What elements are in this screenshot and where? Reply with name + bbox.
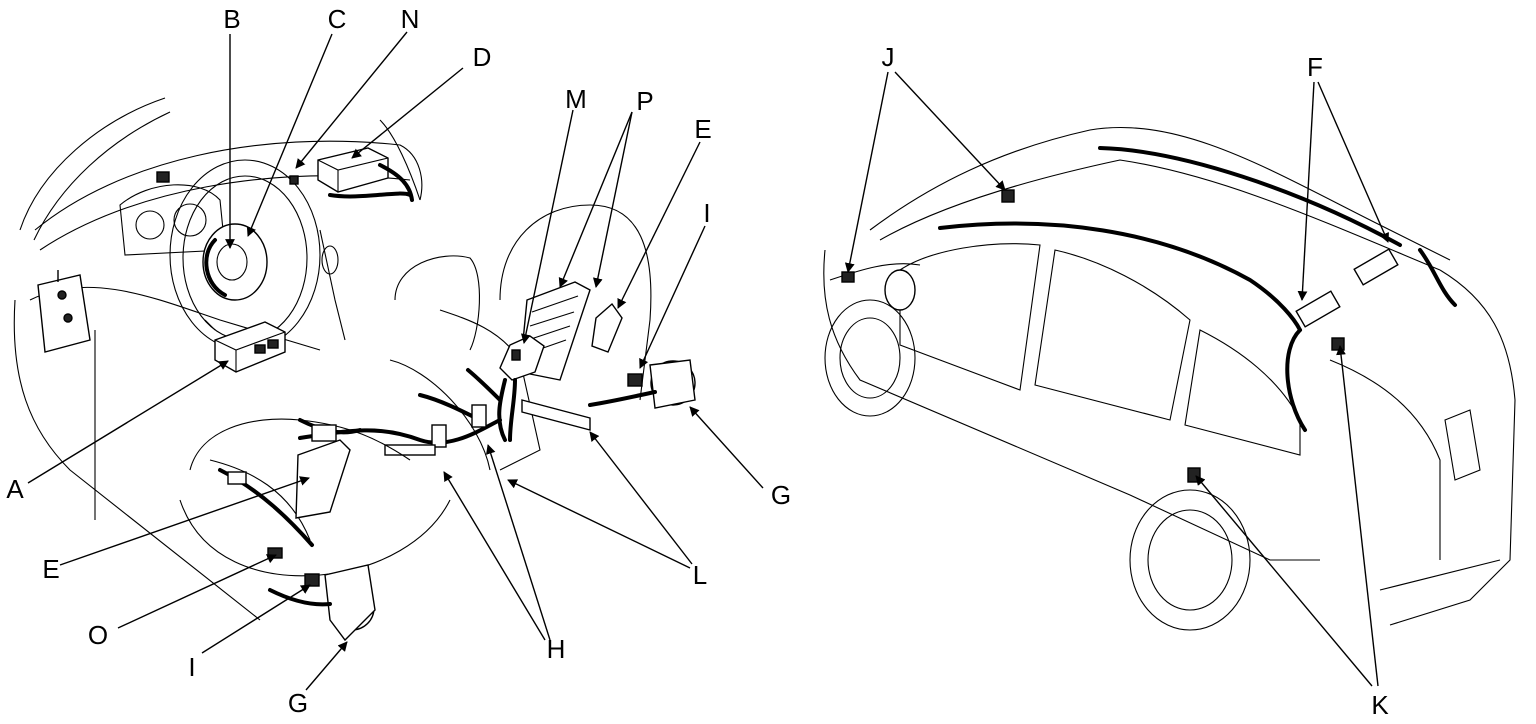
callout-d: D bbox=[473, 42, 492, 72]
callout-i-seat: I bbox=[703, 198, 710, 228]
callout-b: B bbox=[223, 4, 240, 34]
callout-o: O bbox=[88, 620, 108, 650]
callout-h: H bbox=[547, 634, 566, 664]
interior-cabin-drawing bbox=[13, 97, 696, 642]
callout-g-driver: G bbox=[288, 688, 308, 718]
callout-l: L bbox=[693, 560, 707, 590]
vehicle-exterior-drawing bbox=[823, 126, 1516, 631]
callout-labels: B C N D M P E I A G E L O H I G J F K bbox=[6, 4, 1389, 720]
callout-k: K bbox=[1371, 690, 1389, 720]
callout-c: C bbox=[328, 4, 347, 34]
callout-f: F bbox=[1307, 52, 1323, 82]
callout-g-seat: G bbox=[771, 480, 791, 510]
callout-i-driver: I bbox=[188, 652, 195, 682]
callout-m: M bbox=[565, 84, 587, 114]
callout-j: J bbox=[882, 42, 895, 72]
leader-lines bbox=[27, 31, 1389, 691]
callout-e-driver: E bbox=[42, 554, 59, 584]
callout-e-seat: E bbox=[694, 114, 711, 144]
callout-n: N bbox=[401, 4, 420, 34]
callout-p: P bbox=[636, 86, 653, 116]
callout-a: A bbox=[6, 474, 24, 504]
